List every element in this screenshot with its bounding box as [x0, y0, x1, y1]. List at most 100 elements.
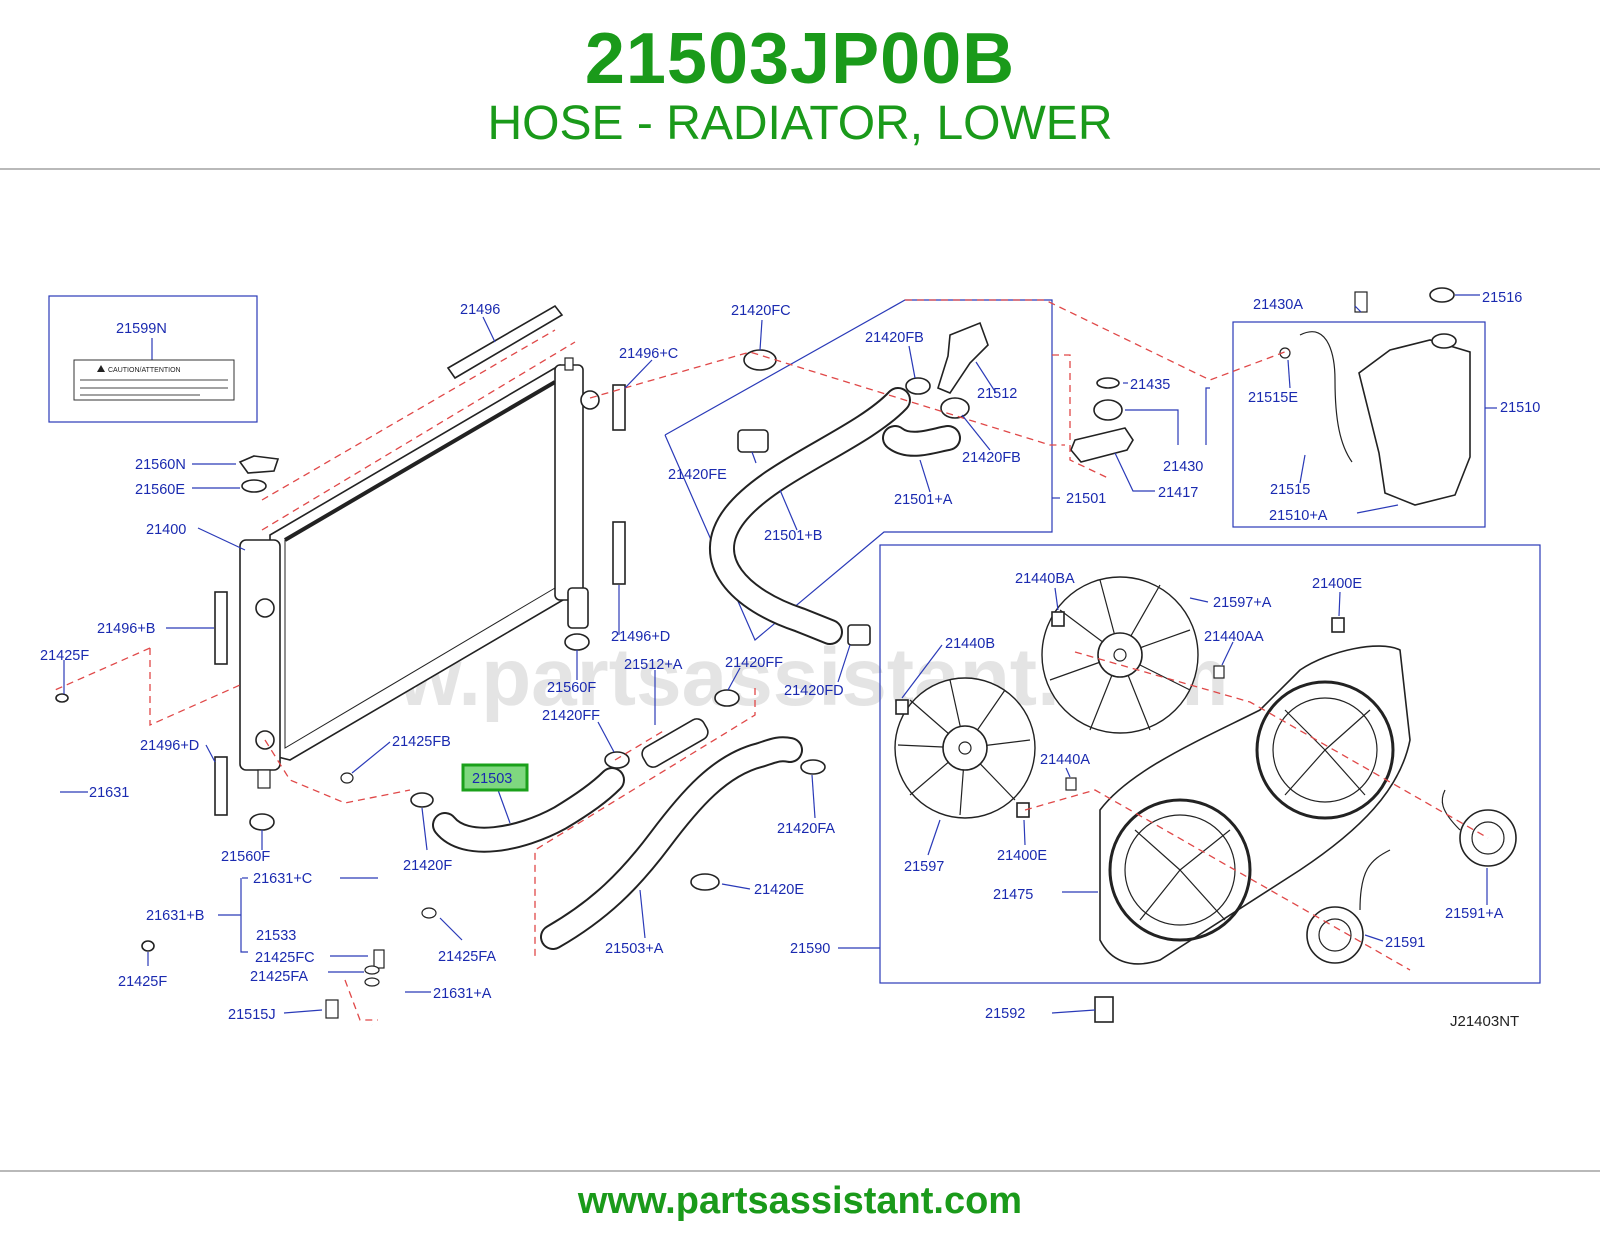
- callout-21420FC[interactable]: 21420FC: [731, 303, 791, 319]
- bolt-21440A: [1065, 777, 1077, 791]
- callout-21440A[interactable]: 21440A: [1040, 752, 1090, 768]
- callout-21591[interactable]: 21591: [1385, 935, 1425, 951]
- callout-21597A[interactable]: 21597+A: [1213, 595, 1272, 611]
- callout-21496D-1[interactable]: 21496+D: [140, 738, 199, 754]
- clip-21515J: [325, 999, 339, 1019]
- callout-21420FB-2[interactable]: 21420FB: [962, 450, 1021, 466]
- clamp-21420FC: [743, 349, 777, 371]
- callout-21420FE[interactable]: 21420FE: [668, 467, 727, 483]
- callout-21512[interactable]: 21512: [977, 386, 1017, 402]
- callout-21599N[interactable]: 21599N: [116, 321, 167, 337]
- lower-hose-21503A: [540, 736, 803, 950]
- callout-21425FC[interactable]: 21425FC: [255, 950, 315, 966]
- part-description-title: HOSE - RADIATOR, LOWER: [487, 97, 1113, 150]
- caution-label-text: CAUTION/ATTENTION: [108, 367, 181, 374]
- grommet-21400E-1: [1331, 617, 1345, 633]
- callout-21501B[interactable]: 21501+B: [764, 528, 822, 544]
- part-number-title: 21503JP00B: [584, 19, 1016, 99]
- motor-21591A: [1441, 789, 1517, 867]
- bracket-21560N: [238, 455, 280, 474]
- pipe-21533: [373, 949, 385, 969]
- drawing-code: J21403NT: [1450, 1013, 1519, 1030]
- callout-21435[interactable]: 21435: [1130, 377, 1170, 393]
- fan-21597: [894, 677, 1036, 819]
- callout-21400E-1[interactable]: 21400E: [1312, 576, 1362, 592]
- fan-group-box: [879, 544, 1541, 984]
- callout-21631[interactable]: 21631: [89, 785, 129, 801]
- callout-21496B[interactable]: 21496+B: [97, 621, 155, 637]
- clamp-21420FF-2: [604, 751, 630, 769]
- clamp-21425FB: [340, 772, 354, 784]
- callout-21400[interactable]: 21400: [146, 522, 186, 538]
- lower-hose-21503: [432, 767, 625, 853]
- callout-21515J[interactable]: 21515J: [228, 1007, 276, 1023]
- motor-21591: [1306, 849, 1391, 964]
- callout-21515[interactable]: 21515: [1270, 482, 1310, 498]
- clamp-21420E: [690, 873, 720, 891]
- callout-21510A[interactable]: 21510+A: [1269, 508, 1328, 524]
- callout-21496D-2[interactable]: 21496+D: [611, 629, 670, 645]
- callout-21592[interactable]: 21592: [985, 1006, 1025, 1022]
- callout-21501A[interactable]: 21501+A: [894, 492, 953, 508]
- callout-21420FD[interactable]: 21420FD: [784, 683, 844, 699]
- clamp-21425F-1: [55, 693, 69, 703]
- callout-21591A[interactable]: 21591+A: [1445, 906, 1504, 922]
- callout-21512A[interactable]: 21512+A: [624, 657, 683, 673]
- callout-21425F-2[interactable]: 21425F: [118, 974, 167, 990]
- seal-21435: [1096, 377, 1120, 389]
- callout-21597[interactable]: 21597: [904, 859, 944, 875]
- callout-21440B[interactable]: 21440B: [945, 636, 995, 652]
- grommet-21440BA: [1051, 611, 1065, 627]
- clamp-21420FB-1: [905, 377, 931, 395]
- callout-21420E[interactable]: 21420E: [754, 882, 804, 898]
- water-outlet-21512: [937, 321, 989, 394]
- clamp-21420FB-2: [940, 397, 970, 419]
- callout-21430[interactable]: 21430: [1163, 459, 1203, 475]
- callout-21516[interactable]: 21516: [1482, 290, 1522, 306]
- callout-21533[interactable]: 21533: [256, 928, 296, 944]
- callout-21515E[interactable]: 21515E: [1248, 390, 1298, 406]
- clamp-21420FD: [847, 624, 871, 646]
- footer-url[interactable]: www.partsassistant.com: [577, 1180, 1023, 1222]
- callout-21425FA-1[interactable]: 21425FA: [250, 969, 308, 985]
- callout-21631A[interactable]: 21631+A: [433, 986, 492, 1002]
- fan-shroud-21475: [1099, 645, 1411, 965]
- bracket-21417: [1070, 427, 1134, 463]
- callout-21420FA[interactable]: 21420FA: [777, 821, 835, 837]
- callout-21590[interactable]: 21590: [790, 941, 830, 957]
- mount-21560F-left: [249, 813, 275, 831]
- callout-21425F-1[interactable]: 21425F: [40, 648, 89, 664]
- grommet-21400E-2: [1016, 802, 1030, 818]
- callout-21475[interactable]: 21475: [993, 887, 1033, 903]
- pipe-21512A: [641, 718, 709, 768]
- callout-21420FF-1[interactable]: 21420FF: [725, 655, 783, 671]
- callout-21496C[interactable]: 21496+C: [619, 346, 678, 362]
- callout-21425FA-2[interactable]: 21425FA: [438, 949, 496, 965]
- hose-21501A: [882, 425, 961, 457]
- callout-21560F-2[interactable]: 21560F: [221, 849, 270, 865]
- callout-21510[interactable]: 21510: [1500, 400, 1540, 416]
- callout-21420FB-1[interactable]: 21420FB: [865, 330, 924, 346]
- callout-21420F[interactable]: 21420F: [403, 858, 452, 874]
- callout-21440BA[interactable]: 21440BA: [1015, 571, 1075, 587]
- callout-21430A[interactable]: 21430A: [1253, 297, 1303, 313]
- callout-21560F-1[interactable]: 21560F: [547, 680, 596, 696]
- callout-21631C[interactable]: 21631+C: [253, 871, 312, 887]
- callout-21440AA[interactable]: 21440AA: [1204, 629, 1264, 645]
- callout-21420FF-2[interactable]: 21420FF: [542, 708, 600, 724]
- callout-21560N[interactable]: 21560N: [135, 457, 186, 473]
- callout-21425FB[interactable]: 21425FB: [392, 734, 451, 750]
- callout-21503A[interactable]: 21503+A: [605, 941, 664, 957]
- seal-21496D-right: [612, 521, 626, 585]
- callout-21496[interactable]: 21496: [460, 302, 500, 318]
- callout-21560E[interactable]: 21560E: [135, 482, 185, 498]
- bracket-21592: [1094, 996, 1114, 1023]
- callout-21631B[interactable]: 21631+B: [146, 908, 204, 924]
- bolt-21440AA: [1213, 665, 1225, 679]
- callout-21400E-2[interactable]: 21400E: [997, 848, 1047, 864]
- callout-21503[interactable]: 21503: [472, 771, 512, 787]
- reservoir-group-box: [1232, 321, 1486, 528]
- callout-21417[interactable]: 21417: [1158, 485, 1198, 501]
- reservoir-tank-21510: [1358, 339, 1471, 506]
- callout-21501[interactable]: 21501: [1066, 491, 1106, 507]
